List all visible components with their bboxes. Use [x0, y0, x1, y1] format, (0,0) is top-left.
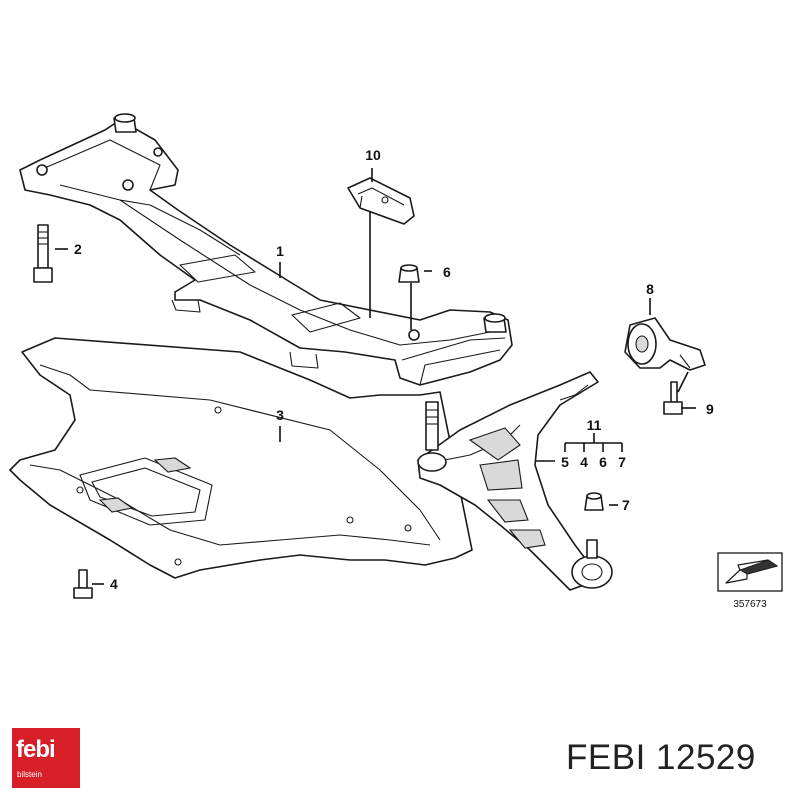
- callout-7: 7: [622, 497, 630, 513]
- callout-group-6: 6: [599, 454, 607, 470]
- callout-1: 1: [276, 243, 284, 259]
- bracket-part: [347, 177, 415, 225]
- bolt-part-2: [33, 224, 53, 283]
- callout-5: 5: [561, 454, 569, 470]
- logo-subtext: bilstein: [17, 770, 42, 779]
- underbody-plate-part: [9, 337, 473, 579]
- reference-number: 357673: [733, 599, 767, 610]
- direction-box: [717, 552, 783, 592]
- rubber-mount-part: [624, 317, 706, 371]
- callout-2: 2: [74, 241, 82, 257]
- axle-carrier-part: [19, 113, 513, 386]
- callout-11: 11: [587, 417, 602, 433]
- nut-part-7: [584, 492, 604, 511]
- control-arm-part: [417, 371, 613, 591]
- bolt-part-9: [663, 381, 683, 415]
- direction-arrow-shade: [739, 559, 778, 575]
- nut-part-6: [398, 264, 420, 283]
- callout-3: 3: [276, 407, 284, 423]
- bolt-part-4: [73, 569, 93, 599]
- leader-lines: [55, 168, 696, 585]
- callout-group-4: 4: [580, 454, 588, 470]
- callout-6: 6: [443, 264, 451, 280]
- part-number-label: FEBI 12529: [566, 738, 756, 777]
- logo-wordmark: febi: [16, 736, 56, 763]
- callout-4: 4: [110, 576, 118, 592]
- callout-10: 10: [365, 147, 381, 163]
- callout-8: 8: [646, 281, 654, 297]
- callout-9: 9: [706, 401, 714, 417]
- brand-logo: febi bilstein: [12, 728, 80, 788]
- callout-group-7: 7: [618, 454, 626, 470]
